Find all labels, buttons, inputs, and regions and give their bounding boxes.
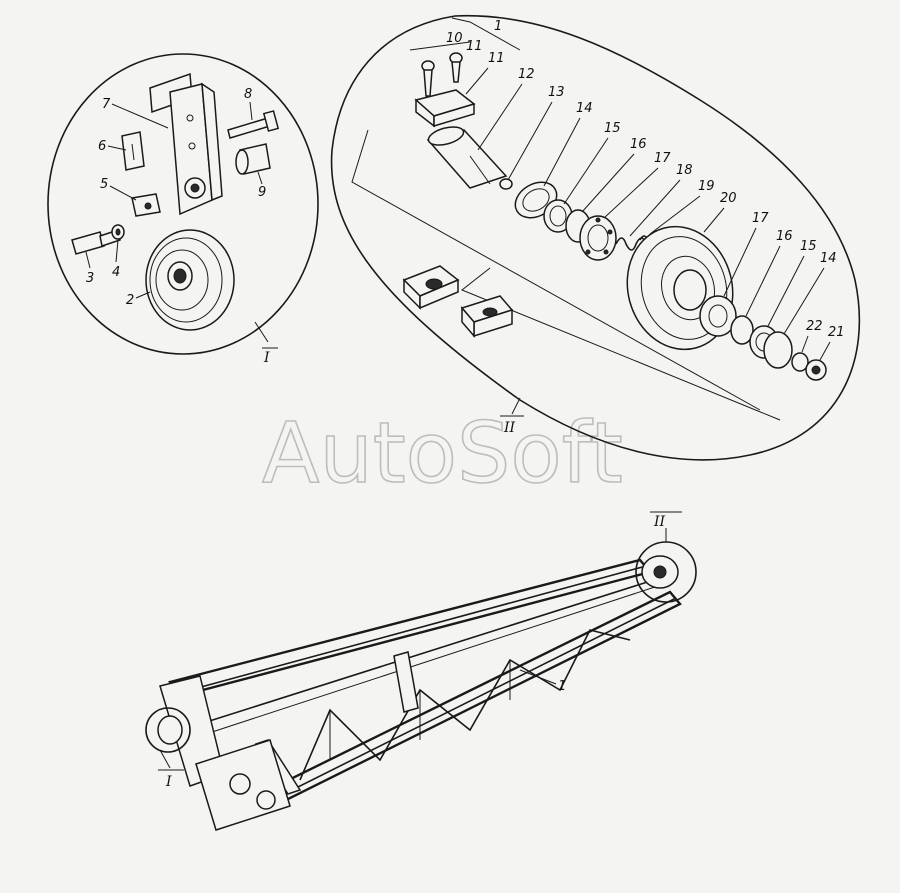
shaft-part-12 <box>426 126 508 189</box>
frame-detail-II-marker: II <box>653 514 666 530</box>
callout-9: 9 <box>258 185 266 200</box>
washer-part-4 <box>111 224 125 240</box>
lock-plate-part-5 <box>131 193 161 217</box>
callout-8: 8 <box>244 87 252 102</box>
callout-1-frame: 1 <box>558 679 566 694</box>
boom-frame-assembly: I II 1 <box>145 511 697 831</box>
callout-17-lower: 17 <box>752 211 769 226</box>
detail-II-marker: II <box>503 420 516 436</box>
washer-part-22 <box>791 352 809 372</box>
clamp-half-left <box>402 265 460 310</box>
clamp-block-upper <box>414 89 476 128</box>
detail-view-II: II <box>330 14 861 461</box>
callout-3: 3 <box>86 271 94 286</box>
bolt-part-8 <box>227 110 280 139</box>
washer-part-14b <box>763 331 793 369</box>
frame-detail-I-circle <box>145 707 191 753</box>
callout-1: 1 <box>494 19 502 34</box>
bearing-part-17a <box>579 215 617 261</box>
detail-I-marker: I <box>263 350 270 366</box>
callout-16-upper: 16 <box>630 137 647 152</box>
callout-11-upper: 11 <box>466 39 483 54</box>
lower-chord <box>246 590 682 816</box>
cotter-pin-part-6 <box>121 131 145 171</box>
callout-4: 4 <box>112 265 120 280</box>
bolt-part-11 <box>449 52 463 83</box>
sheave-part-20 <box>626 225 734 351</box>
bracket-plate-part <box>149 72 223 216</box>
bolt-part-10 <box>421 60 435 97</box>
clamp-half-right <box>460 295 514 339</box>
nut-part-13 <box>499 178 513 190</box>
callout-7: 7 <box>102 97 111 112</box>
assembly-axis-line <box>351 129 761 411</box>
callout-10: 10 <box>446 31 463 46</box>
pulley-part-2 <box>145 229 235 331</box>
callout-13: 13 <box>548 85 565 100</box>
detail-I-leader <box>254 321 269 343</box>
callout-11-lower: 11 <box>488 51 505 66</box>
callout-21: 21 <box>828 325 845 340</box>
ring-part-16b <box>730 315 754 345</box>
clamp-guide-line <box>461 267 781 421</box>
lattice-web <box>299 629 631 781</box>
detail-view-I: I <box>47 53 319 366</box>
callout-6: 6 <box>98 139 106 154</box>
group-1-bracket <box>451 17 521 51</box>
detail-I-outline <box>47 53 319 355</box>
watermark-text: AutoSoft <box>262 404 623 502</box>
callout-22: 22 <box>806 319 823 334</box>
callout-17-upper: 17 <box>654 151 671 166</box>
callout-15-upper: 15 <box>604 121 621 136</box>
callout-19: 19 <box>698 179 715 194</box>
callout-14-upper: 14 <box>576 101 593 116</box>
callout-18: 18 <box>676 163 693 178</box>
center-rod <box>199 577 661 725</box>
callout-20: 20 <box>720 191 737 206</box>
frame-detail-I-marker: I <box>165 774 172 790</box>
vertical-strut <box>393 651 419 713</box>
detail-II-leader <box>511 397 521 415</box>
callout-5: 5 <box>100 177 108 192</box>
callout-2: 2 <box>126 293 134 308</box>
detail-II-outline <box>330 14 861 461</box>
bushing-part-9 <box>235 143 271 175</box>
callout-14-lower: 14 <box>820 251 837 266</box>
callout-16-lower: 16 <box>776 229 793 244</box>
bearing-part-17b <box>699 295 737 337</box>
callout-15-lower: 15 <box>800 239 817 254</box>
callout-12: 12 <box>518 67 535 82</box>
